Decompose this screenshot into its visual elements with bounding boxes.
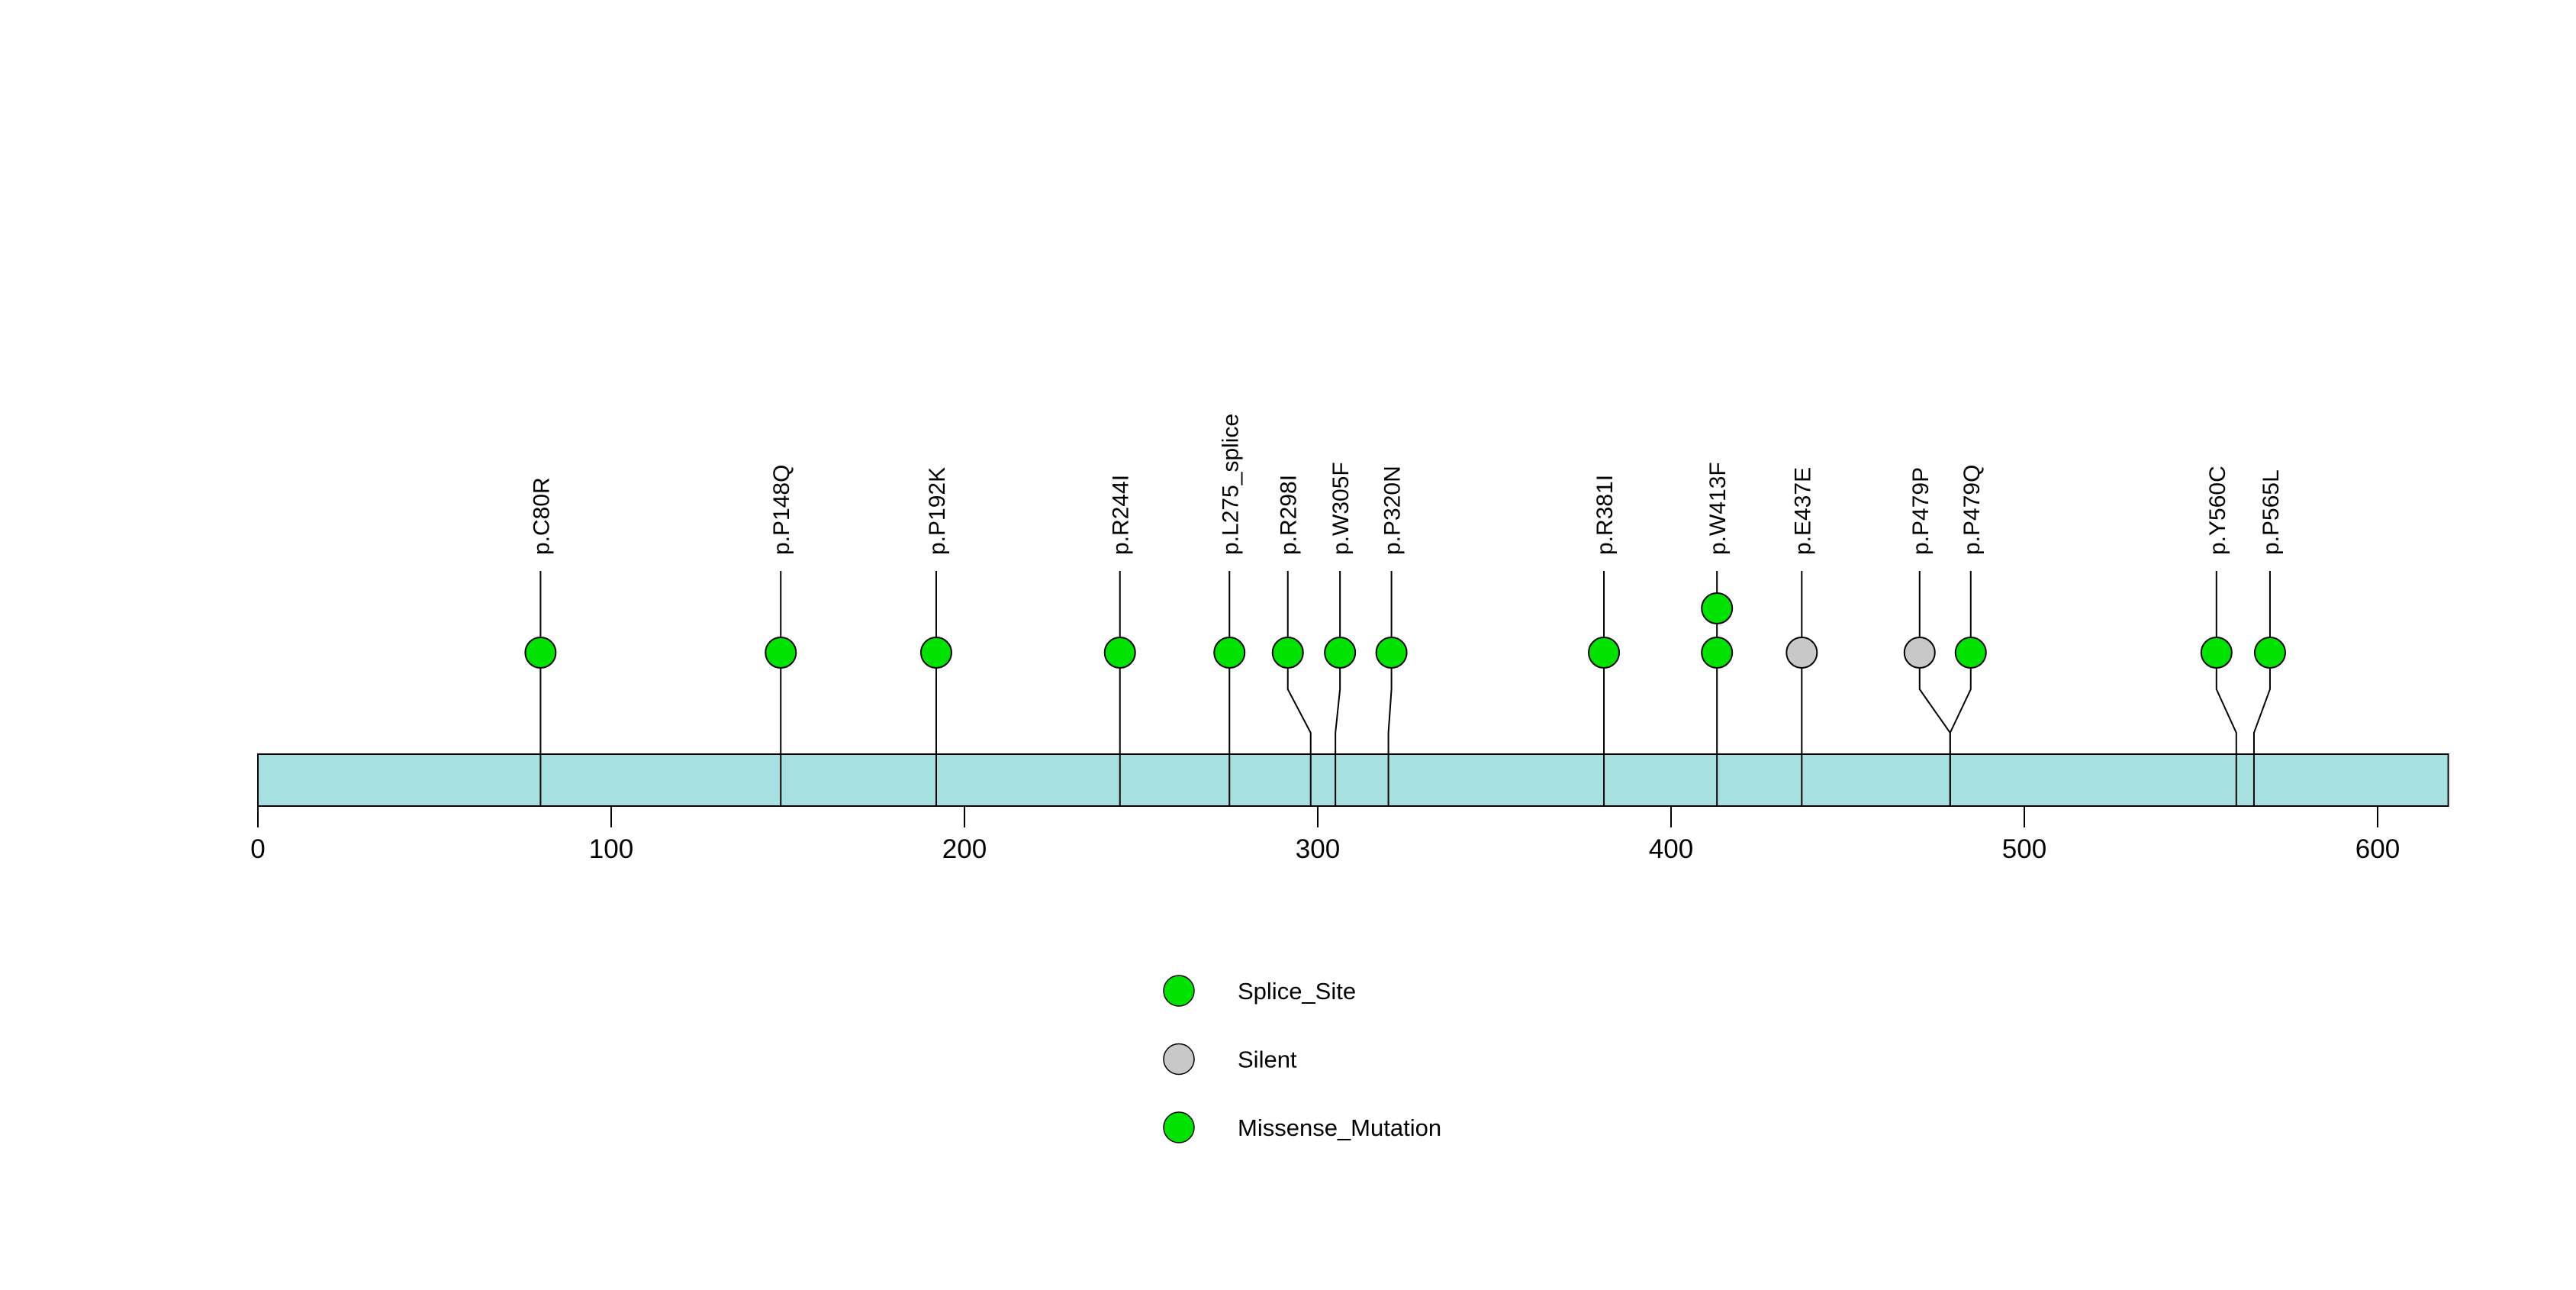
lollipop-stick	[1335, 571, 1341, 806]
axis-tick-label: 100	[589, 834, 633, 864]
mutation-circle	[1271, 637, 1304, 669]
mutation-label: p.Y560C	[2205, 466, 2230, 555]
mutation-circle	[1903, 637, 1936, 669]
mutation-circle	[2253, 637, 2286, 669]
mutation-label: p.E437E	[1790, 467, 1815, 555]
axis-tick-label: 200	[942, 834, 987, 864]
lollipop-stick	[2252, 571, 2271, 806]
legend-swatch	[1163, 1111, 1195, 1143]
lollipop-stick	[2215, 571, 2237, 806]
mutation-circle	[1954, 637, 1987, 669]
mutation-circle	[1375, 637, 1408, 669]
mutation-label: p.R298I	[1277, 475, 1302, 555]
axis-tick-label: 400	[1649, 834, 1693, 864]
mutation-label: p.P479P	[1908, 467, 1934, 555]
mutation-circle	[1785, 637, 1818, 669]
legend-label: Silent	[1238, 1047, 1297, 1073]
legend-label: Splice_Site	[1238, 978, 1356, 1005]
mutation-label: p.R381I	[1592, 475, 1618, 555]
axis-tick-label: 300	[1296, 834, 1340, 864]
mutation-label: p.P320N	[1380, 466, 1406, 555]
mutation-label: p.R244I	[1109, 475, 1134, 555]
mutation-circle	[1701, 592, 1734, 624]
mutation-label: p.P148Q	[769, 465, 794, 555]
mutation-circle	[2200, 637, 2233, 669]
legend-label: Missense_Mutation	[1238, 1114, 1441, 1141]
mutation-label: p.W413F	[1705, 462, 1731, 555]
mutation-label: p.W305F	[1328, 462, 1354, 555]
mutation-label: p.L275_splice	[1218, 414, 1243, 555]
mutation-circle	[1701, 637, 1734, 669]
mutation-circle	[524, 637, 557, 669]
axis-tick-label: 600	[2355, 834, 2400, 864]
mutation-circle	[1588, 637, 1621, 669]
legend-swatch	[1163, 975, 1195, 1007]
mutation-label: p.C80R	[529, 477, 554, 555]
axis-tick-label: 500	[2002, 834, 2046, 864]
axis-tick-label: 0	[250, 834, 265, 864]
mutation-label: p.P565L	[2259, 469, 2284, 555]
mutation-circle	[1103, 637, 1136, 669]
mutation-circle	[919, 637, 952, 669]
legend-swatch	[1163, 1043, 1195, 1076]
mutation-circle	[765, 637, 797, 669]
mutation-label: p.P192K	[925, 467, 950, 555]
lollipop-stick	[1286, 571, 1312, 806]
mutation-label: p.P479Q	[1959, 465, 1985, 555]
mutation-circle	[1213, 637, 1246, 669]
lollipop-stick	[1949, 571, 1972, 806]
mutation-circle	[1324, 637, 1357, 669]
protein-bar	[257, 753, 2449, 807]
lollipop-stick	[1387, 571, 1393, 806]
